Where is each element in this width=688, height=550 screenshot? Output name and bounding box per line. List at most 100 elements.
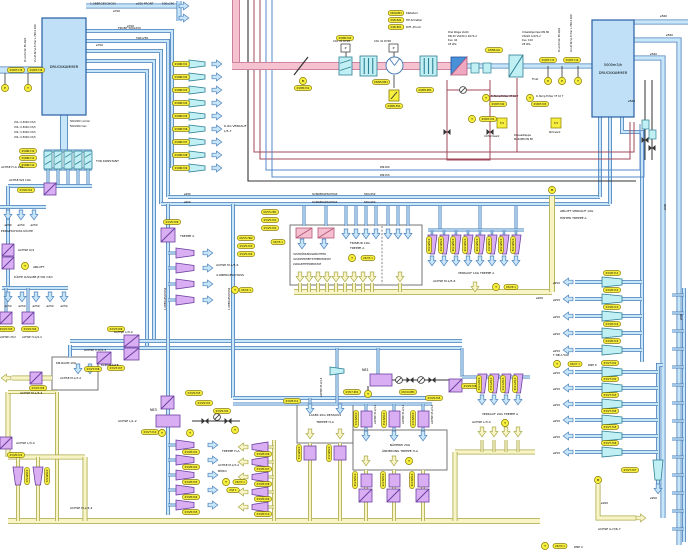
tag-pill[interactable] [476,375,482,393]
instrument-tag[interactable]: 03/V8-Y03 [182,479,200,485]
vav-box[interactable] [601,414,623,426]
instrument-tag[interactable]: 03/V8-Y12 [296,444,302,462]
tag-pill[interactable] [182,464,200,470]
instrument-tag[interactable]: 03/V7-Y12 [488,375,494,393]
tag-pill[interactable] [603,270,621,276]
instrument-tag[interactable]: 03/V7-Y14 [512,375,518,393]
tag-pill[interactable] [360,255,376,261]
instrument-tag[interactable]: 03/N6-Y03 [172,87,190,93]
tag-pill[interactable] [425,395,443,401]
tag-pill[interactable] [19,148,37,154]
attenuator[interactable] [175,278,195,290]
damper-louvres[interactable] [53,150,63,170]
tag-pill[interactable] [488,375,494,393]
tag-pill[interactable] [237,235,255,241]
vav-box[interactable] [188,124,206,134]
tag-pill[interactable] [7,67,25,73]
tag-pill[interactable] [601,440,619,446]
tag-pill[interactable] [172,74,190,80]
tag-pill[interactable] [172,165,190,171]
instrument-tag[interactable]: 03/N7-Y15 [7,67,25,73]
tag-pill[interactable] [601,376,619,382]
damper-louvres[interactable] [43,150,53,170]
vav-box[interactable] [188,59,206,69]
instrument-tag[interactable]: 03/N6-Y09 [172,165,190,171]
tag-pill[interactable] [107,326,125,332]
sensor-t[interactable] [24,84,32,92]
tag-pill[interactable] [601,392,619,398]
attenuator[interactable] [175,262,195,274]
tag-pill[interactable] [185,390,203,396]
sensor-t[interactable] [186,429,194,437]
instrument-tag[interactable]: 03/N6-Y06 [172,126,190,132]
instrument-tag[interactable]: 03/V3-Y06 [107,326,125,332]
instrument-tag[interactable]: 03/V7-P01 [343,389,361,395]
vav-box[interactable] [329,366,345,376]
tag-pill[interactable] [486,236,492,254]
instrument-tag[interactable]: 03/N6-Y07 [172,139,190,145]
tag-pill[interactable] [387,10,405,16]
instrument-tag[interactable]: 03/V8-Y09 [254,496,272,502]
instrument-tag[interactable]: 03/V3 1 [552,543,568,549]
vav-box[interactable] [601,327,623,339]
tag-pill[interactable] [601,360,619,366]
tag-pill[interactable] [226,487,240,493]
instrument-tag[interactable]: 03/N7-Y01 [479,116,497,122]
instrument-tag[interactable]: 03/V7-Y11 [476,375,482,393]
tag-pill[interactable] [270,239,286,245]
sensor-t[interactable] [468,115,476,123]
vav-box[interactable] [601,310,623,322]
tag-pill[interactable] [387,24,405,30]
instrument-tag[interactable]: 03/V6-Y04 [450,236,456,254]
tag-pill[interactable] [182,509,200,515]
tag-pill[interactable] [182,479,200,485]
tag-pill[interactable] [19,162,37,168]
valve[interactable] [641,137,649,143]
instrument-tag[interactable]: 03/V2-Y05 [29,385,47,391]
tag-pill[interactable] [353,410,359,428]
instrument-tag[interactable]: 03/N7-Y13 [539,57,557,63]
tag-pill[interactable] [254,496,272,502]
attenuator[interactable] [251,471,269,483]
instrument-tag[interactable]: 03/V5-H01 [261,209,279,215]
instrument-tag[interactable]: 03/V5-Y02 [261,225,279,231]
tag-pill[interactable] [254,466,272,472]
instrument-tag[interactable]: 03/V6-Y08 [498,236,504,254]
tag-pill[interactable] [381,410,387,428]
valve[interactable] [443,129,451,135]
instrument-tag[interactable]: 03/V6-Y06 [474,236,480,254]
instrument-tag[interactable]: 03/K-S01 [387,17,405,23]
instrument-tag[interactable]: 03/V8-Y04 [182,494,200,500]
tag-pill[interactable] [172,61,190,67]
tag-pill[interactable] [172,152,190,158]
heater-box[interactable] [360,473,373,488]
sensor-t[interactable] [222,478,230,486]
vav-box[interactable] [601,382,623,394]
heater-box[interactable] [155,414,181,428]
instrument-tag[interactable]: 03/N7-Y16 [27,67,45,73]
instrument-tag[interactable]: 03/V6-Y14 [603,321,621,327]
vav-box[interactable] [601,398,623,410]
vav-box[interactable] [188,137,206,147]
sensor-t[interactable] [405,457,413,465]
divert-pink[interactable] [450,55,468,76]
attenuator[interactable] [175,454,195,466]
heater-box[interactable] [369,373,393,387]
valve[interactable] [486,129,494,135]
instrument-tag[interactable]: 03/N6-Y02 [172,74,190,80]
tag-pill[interactable] [213,408,231,414]
tag-pill[interactable] [474,236,480,254]
damper-louvres[interactable] [83,150,93,170]
tag-pill[interactable] [172,100,190,106]
tag-pill[interactable] [410,410,416,428]
instrument-tag[interactable]: 03/V6-Y15 [603,338,621,344]
tag-pill[interactable] [512,375,518,393]
instrument-tag[interactable]: 03/N6-Y04 [172,100,190,106]
tag-pill[interactable] [163,219,181,225]
tag-pill[interactable] [409,471,415,489]
tag-pill[interactable] [479,116,497,122]
instrument-tag[interactable]: 03/V8-Y10 [254,511,272,517]
sensor-t[interactable] [553,360,561,368]
instrument-tag[interactable]: 03/N6-Y10 [19,148,37,154]
attenuator[interactable] [12,466,24,486]
